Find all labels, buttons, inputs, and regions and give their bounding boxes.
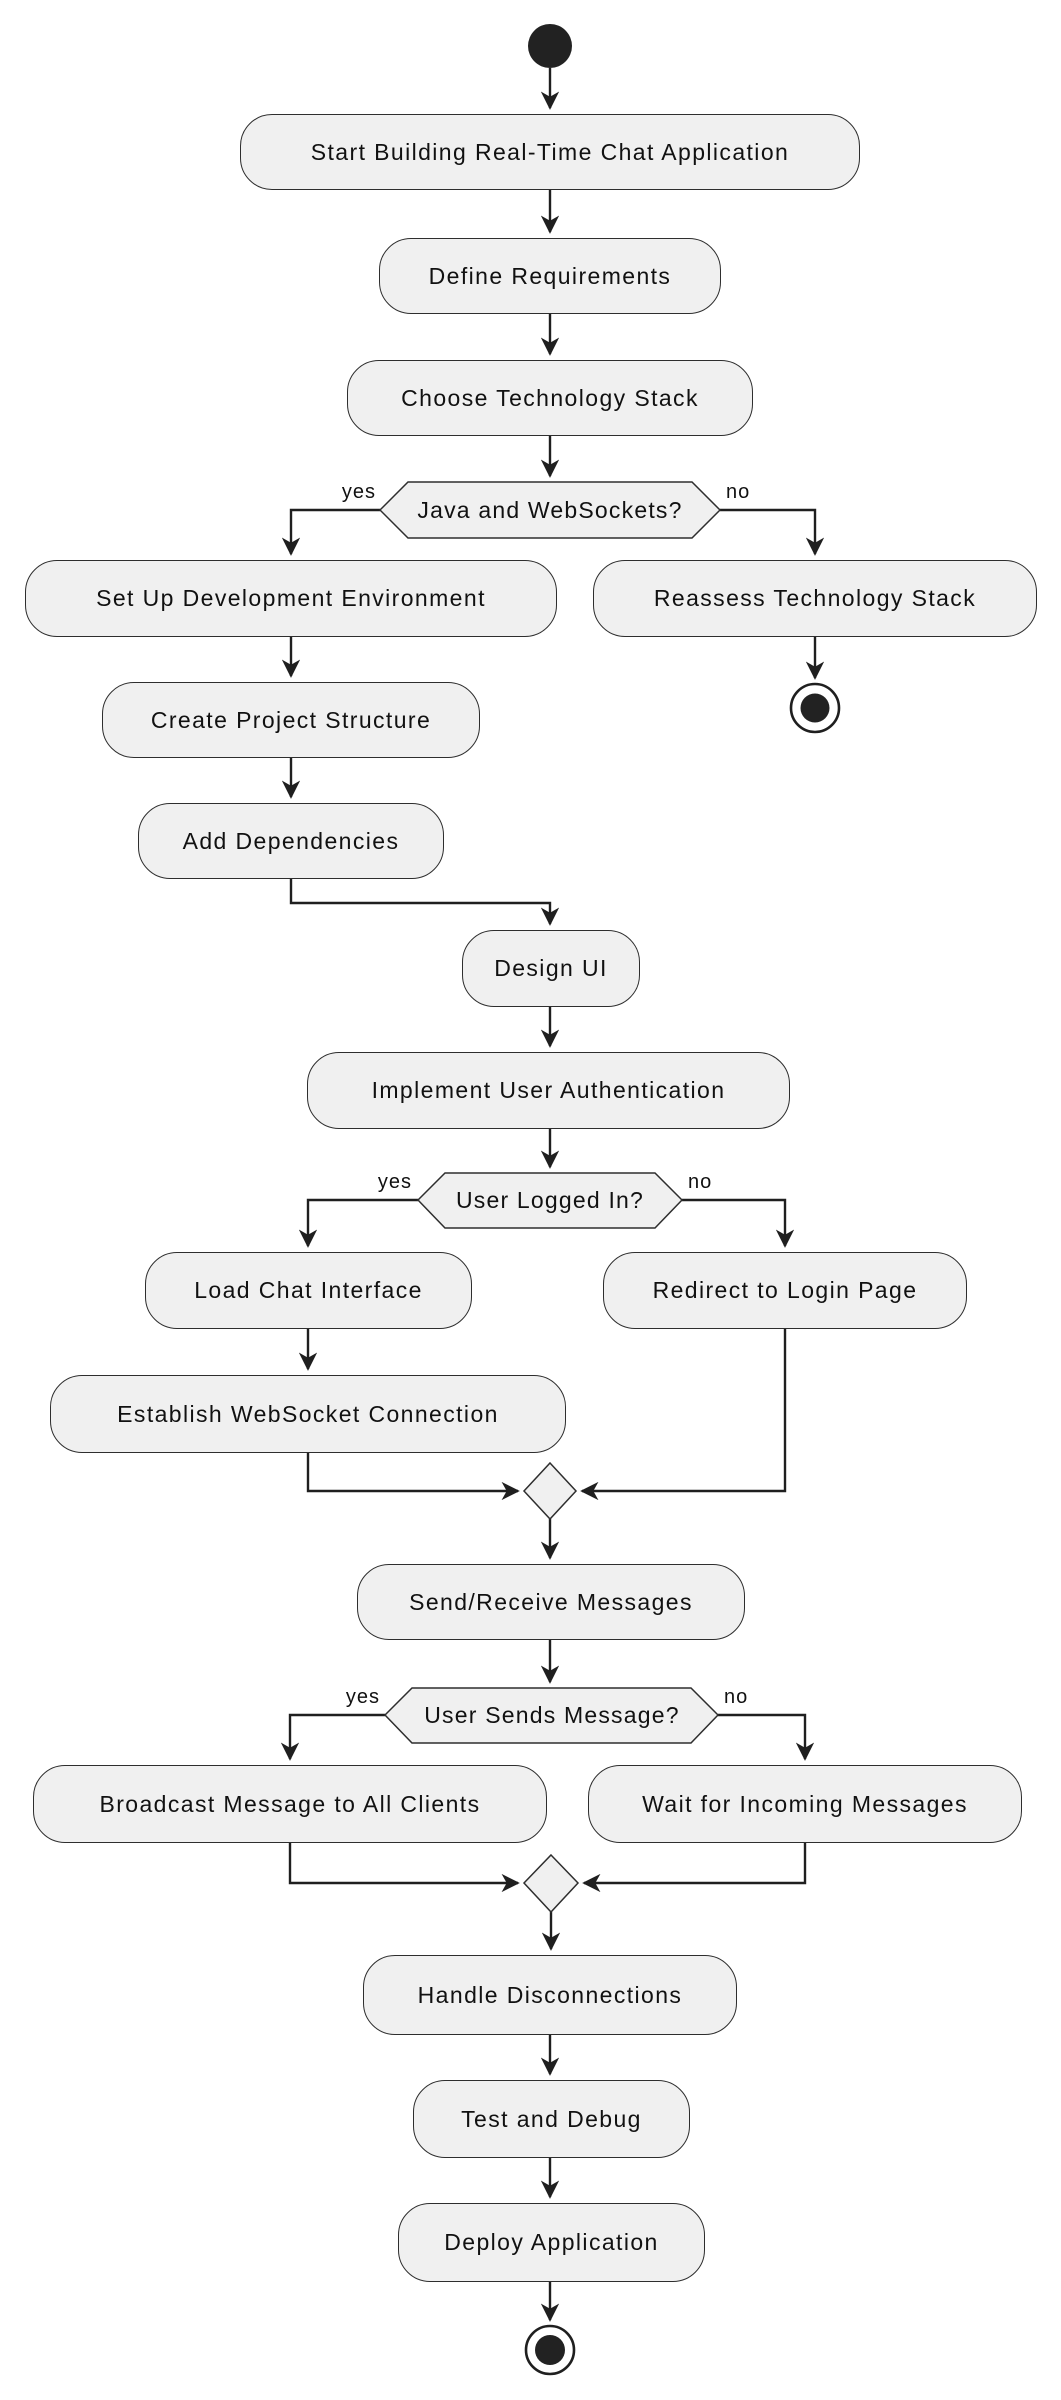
activity-wait-incoming-messages: Wait for Incoming Messages xyxy=(588,1765,1022,1843)
decision-java-and-websockets-label: Java and WebSockets? xyxy=(417,496,683,523)
activity-label: Define Requirements xyxy=(428,262,672,289)
activity-reassess-tech-stack: Reassess Technology Stack xyxy=(593,560,1037,637)
activity-establish-websocket: Establish WebSocket Connection xyxy=(50,1375,566,1453)
end-node-reassess xyxy=(789,682,841,734)
edge-decision2-yes xyxy=(298,1198,418,1248)
edge-wait-to-merge2 xyxy=(582,1843,807,1893)
activity-label: Load Chat Interface xyxy=(194,1277,423,1303)
branch-label-no-decision2: no xyxy=(688,1171,713,1193)
activity-handle-disconnections: Handle Disconnections xyxy=(363,1955,737,2035)
activity-redirect-login-page: Redirect to Login Page xyxy=(603,1252,967,1329)
activity-label: Deploy Application xyxy=(444,2229,659,2255)
start-node xyxy=(528,24,572,68)
decision-user-sends-message-label: User Sends Message? xyxy=(424,1702,680,1728)
edges xyxy=(280,68,825,2322)
activity-test-and-debug: Test and Debug xyxy=(413,2080,690,2158)
activity-label: Add Dependencies xyxy=(182,827,400,854)
edge-decision3-yes xyxy=(280,1713,385,1761)
edge-decision2-no xyxy=(682,1198,795,1248)
activity-label: Establish WebSocket Connection xyxy=(117,1400,499,1427)
activity-broadcast-message: Broadcast Message to All Clients xyxy=(33,1765,547,1843)
edge-broadcast-to-merge2 xyxy=(288,1843,520,1893)
decision-user-logged-in-shape xyxy=(416,1172,684,1229)
activity-create-project-structure: Create Project Structure xyxy=(102,682,480,758)
branch-label-no-decision3: no xyxy=(724,1686,749,1708)
activity-label: Create Project Structure xyxy=(150,706,432,733)
end-node-final xyxy=(524,2324,576,2376)
activity-label: Design UI xyxy=(494,955,608,981)
activity-send-receive-messages: Send/Receive Messages xyxy=(357,1564,745,1640)
edge-adddeps-to-designui xyxy=(289,879,560,926)
activity-define-requirements: Define Requirements xyxy=(379,238,721,314)
branch-label-yes-decision3: yes xyxy=(345,1686,380,1708)
decision-user-sends-message-shape xyxy=(383,1687,720,1744)
activity-label: Start Building Real-Time Chat Applicatio… xyxy=(310,138,790,165)
merge-diamond-1 xyxy=(522,1461,578,1521)
activity-label: Choose Technology Stack xyxy=(401,384,699,411)
branch-label-no-decision1: no xyxy=(726,481,751,503)
edge-decision3-no xyxy=(718,1713,815,1761)
activity-label: Redirect to Login Page xyxy=(652,1277,918,1303)
decision-java-and-websockets-shape xyxy=(378,481,722,539)
activity-add-dependencies: Add Dependencies xyxy=(138,803,444,879)
edge-websocket-to-merge1 xyxy=(306,1453,520,1501)
activity-design-ui: Design UI xyxy=(462,930,640,1007)
activity-label: Handle Disconnections xyxy=(417,1981,683,2008)
activity-label: Reassess Technology Stack xyxy=(653,585,977,611)
activity-setup-dev-environment: Set Up Development Environment xyxy=(25,560,557,637)
merge-diamond-2 xyxy=(522,1853,580,1914)
activity-label: Wait for Incoming Messages xyxy=(642,1790,968,1817)
activity-deploy-application: Deploy Application xyxy=(398,2203,705,2282)
activity-label: Broadcast Message to All Clients xyxy=(99,1790,481,1817)
branch-label-yes-decision1: yes xyxy=(341,481,376,503)
activity-label: Set Up Development Environment xyxy=(96,585,486,611)
branch-label-yes-decision2: yes xyxy=(377,1171,412,1193)
edge-decision1-yes xyxy=(281,508,380,556)
decision-user-logged-in-label: User Logged In? xyxy=(455,1187,645,1213)
activity-start-building: Start Building Real-Time Chat Applicatio… xyxy=(240,114,860,190)
edge-redirect-to-merge1 xyxy=(580,1329,787,1501)
activity-implement-user-auth: Implement User Authentication xyxy=(307,1052,790,1129)
activity-choose-tech-stack: Choose Technology Stack xyxy=(347,360,753,436)
activity-label: Implement User Authentication xyxy=(371,1077,726,1103)
activity-load-chat-interface: Load Chat Interface xyxy=(145,1252,472,1329)
activity-label: Test and Debug xyxy=(461,2105,642,2132)
edge-decision1-no xyxy=(720,508,825,556)
activity-label: Send/Receive Messages xyxy=(409,1588,693,1615)
